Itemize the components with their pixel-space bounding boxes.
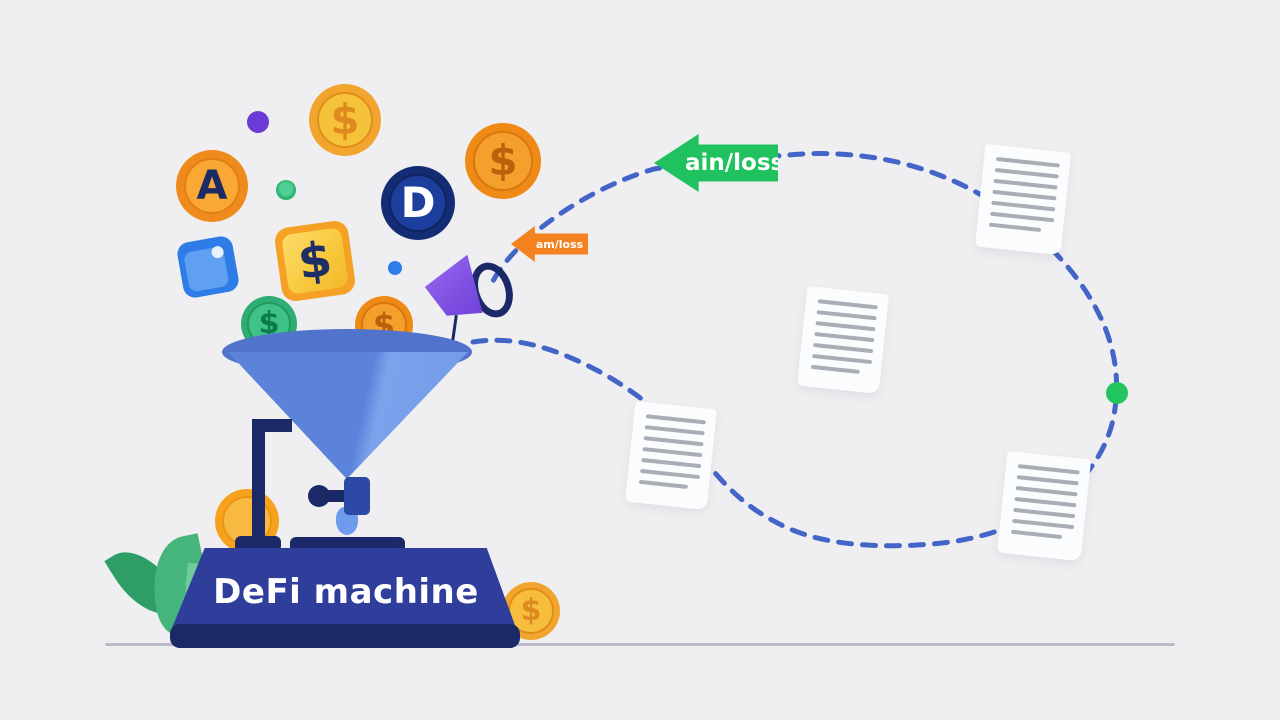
coin-face: D <box>389 174 447 232</box>
token-a-coin-icon: A <box>176 150 248 222</box>
coin-face: $ <box>473 131 533 191</box>
machine-base <box>172 548 516 628</box>
machine-label: DeFi machine <box>213 572 479 612</box>
blue-square-token-icon <box>175 234 241 300</box>
gain-loss-label: am/loss <box>535 237 584 251</box>
document-icon <box>974 143 1072 256</box>
orange-dollar-coin-icon: $ <box>465 123 541 199</box>
d-symbol: D <box>400 178 436 227</box>
gain-loss-label: ain/loss <box>684 150 785 176</box>
purple-dot-token <box>247 111 269 133</box>
document-icon <box>624 400 718 511</box>
dollar-symbol: $ <box>294 230 336 292</box>
gold-dollar-square-icon: $ <box>273 219 357 303</box>
coin-face: $ <box>316 91 374 149</box>
coin-face: A <box>183 157 241 215</box>
ground-line <box>105 643 1175 646</box>
valve-body <box>344 477 370 515</box>
dollar-symbol: $ <box>520 593 542 628</box>
machine-base-bar <box>170 624 520 648</box>
blue-dot-token <box>388 261 402 275</box>
green-dot-token <box>276 180 296 200</box>
coin-face: $ <box>247 302 291 346</box>
a-symbol: A <box>196 163 228 209</box>
green-dollar-coin-icon: $ <box>241 296 297 352</box>
pipe-vertical <box>252 419 265 547</box>
document-icon <box>996 450 1092 562</box>
valve-rod <box>326 490 348 502</box>
token-d-coin-icon: D <box>381 166 455 240</box>
gold-dollar-coin-icon: $ <box>309 84 381 156</box>
path-node-green-dot <box>1106 382 1128 404</box>
dollar-symbol: $ <box>488 136 518 185</box>
valve-knob <box>308 485 330 507</box>
document-icon <box>796 285 890 395</box>
dollar-symbol: $ <box>330 95 360 144</box>
dollar-symbol: $ <box>258 306 280 341</box>
